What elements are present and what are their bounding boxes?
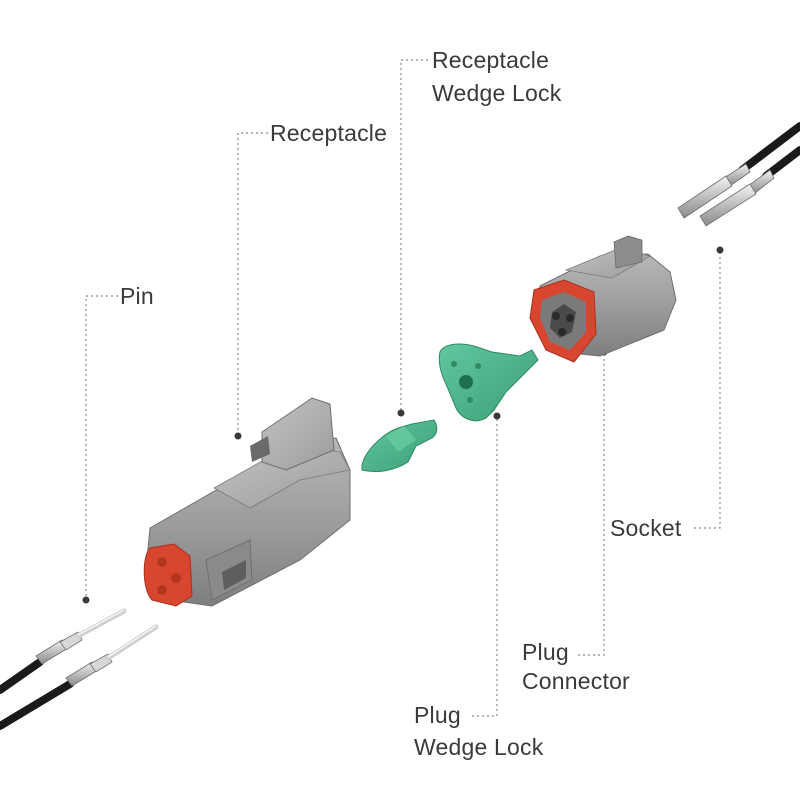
plug-connector-leader bbox=[578, 352, 605, 656]
receptacle-wedge-lock-label-line2: Wedge Lock bbox=[432, 80, 562, 106]
receptacle-dot bbox=[234, 432, 242, 440]
plug-connector-housing bbox=[529, 235, 677, 363]
receptacle-wedge-lock bbox=[361, 419, 438, 473]
plug-wedge-lock-leader bbox=[472, 416, 498, 717]
receptacle-label: Receptacle bbox=[270, 120, 388, 146]
pin-cables bbox=[0, 608, 159, 730]
socket-leader bbox=[694, 250, 721, 529]
plug-wedge-lock-label-line1: Plug bbox=[414, 702, 461, 728]
plug-connector-label-line2: Connector bbox=[522, 668, 630, 694]
plug-connector-label-line1: Plug bbox=[522, 639, 569, 665]
receptacle-wedge-lock-label-line1: Receptacle bbox=[432, 47, 550, 73]
leader-lines bbox=[85, 59, 721, 717]
pin-label: Pin bbox=[120, 283, 154, 309]
plug-wedge-lock bbox=[438, 343, 539, 422]
socket-dot bbox=[716, 246, 724, 254]
socket-cable-1 bbox=[677, 122, 800, 219]
receptacle-wedge-lock-leader bbox=[400, 59, 428, 413]
pin-cable-2 bbox=[0, 624, 159, 730]
plug-wedge-lock-dot bbox=[493, 412, 501, 420]
socket-cable-2 bbox=[699, 146, 800, 227]
socket-cables bbox=[677, 122, 800, 227]
pin-leader bbox=[85, 295, 118, 600]
leader-dots bbox=[82, 246, 724, 604]
pin-cable-1 bbox=[0, 608, 127, 694]
plug-wedge-lock-label-line2: Wedge Lock bbox=[414, 734, 544, 760]
receptacle-housing bbox=[143, 397, 351, 607]
pin-dot bbox=[82, 596, 90, 604]
receptacle-wedge-lock-dot bbox=[397, 409, 405, 417]
socket-label: Socket bbox=[610, 515, 682, 541]
receptacle-leader bbox=[237, 132, 268, 436]
